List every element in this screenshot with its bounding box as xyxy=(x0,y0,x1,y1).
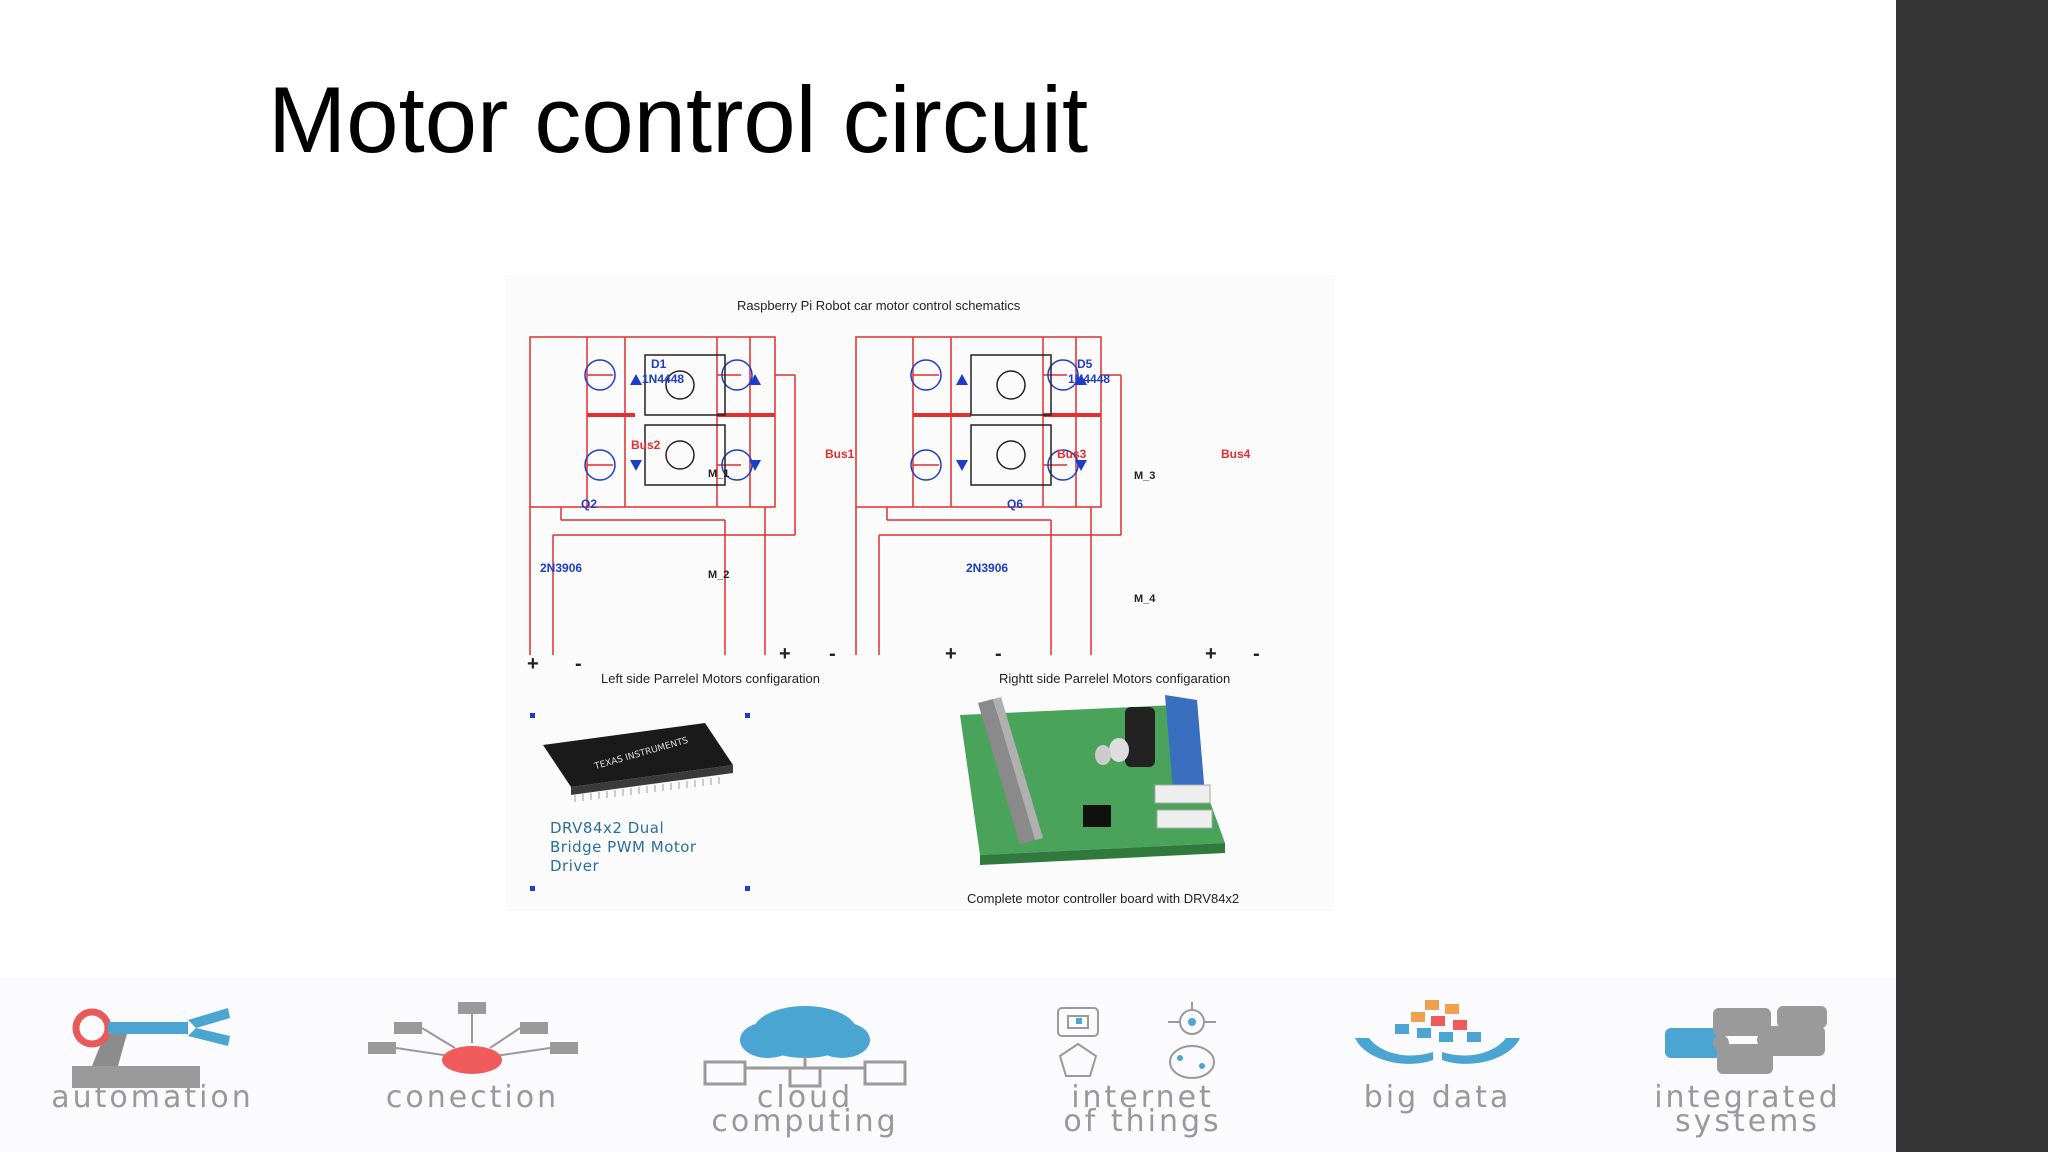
schematic-figure: Raspberry Pi Robot car motor control sch… xyxy=(505,275,1335,911)
terminal-plus-4: + xyxy=(1205,643,1217,665)
slide-title: Motor control circuit xyxy=(268,67,1089,172)
slide: Motor control circuit xyxy=(0,67,1896,1152)
schematic-title: Raspberry Pi Robot car motor control sch… xyxy=(737,298,1021,313)
controller-board-image xyxy=(960,695,1225,865)
terminal-plus-2: + xyxy=(779,643,791,665)
right-bus-right: Bus4 xyxy=(1221,447,1251,461)
footer-label-line: integrated xyxy=(1654,1080,1841,1115)
right-diode-label: D5 xyxy=(1077,357,1093,371)
terminal-minus-2: - xyxy=(829,643,836,665)
cloud-icon xyxy=(703,1006,907,1088)
iot-icon xyxy=(1057,1002,1216,1079)
network-icon xyxy=(368,1002,578,1074)
driver-chip-image xyxy=(543,723,733,802)
right-transistor: Q6 xyxy=(1007,497,1024,511)
footer-item-cloud-computing: cloud computing xyxy=(660,978,950,1152)
footer-label-line: automation xyxy=(51,1080,254,1115)
presentation-sidebar xyxy=(1896,0,2048,1152)
footer-label-line: systems xyxy=(1674,1104,1821,1139)
puzzle-icon xyxy=(1665,1006,1827,1074)
footer-label-line: computing xyxy=(711,1104,899,1139)
driver-text-line: DRV84x2 Dual xyxy=(550,819,665,837)
driver-text-line: Driver xyxy=(550,857,600,875)
left-transistor: Q2 xyxy=(581,497,598,511)
footer-label-line: cloud xyxy=(756,1080,854,1115)
right-caption: Rightt side Parrelel Motors configaratio… xyxy=(999,671,1231,686)
left-transistor-part: 2N3906 xyxy=(540,561,583,575)
footer-label-line: internet xyxy=(1071,1080,1214,1115)
left-diode-label: D1 xyxy=(651,357,667,371)
footer-label-line: conection xyxy=(385,1080,560,1115)
hands-data-icon xyxy=(1355,1000,1520,1064)
driver-text-line: Bridge PWM Motor xyxy=(550,838,697,856)
terminal-minus-3: - xyxy=(995,643,1002,665)
driver-description: DRV84x2 Dual Bridge PWM Motor Driver xyxy=(550,819,770,876)
left-bus-right: Bus1 xyxy=(825,447,855,461)
right-transistor-part: 2N3906 xyxy=(966,561,1009,575)
footer-item-integrated-systems: integrated systems xyxy=(1605,978,1890,1152)
footer-item-automation: automation xyxy=(0,978,305,1152)
footer-label-line: big data xyxy=(1363,1080,1512,1115)
right-motor-bottom: M_4 xyxy=(1134,593,1156,605)
terminal-plus-1: + xyxy=(527,653,539,675)
right-bus-left: Bus3 xyxy=(1057,447,1087,461)
right-motor-top: M_3 xyxy=(1134,470,1156,482)
terminal-plus-3: + xyxy=(945,643,957,665)
footer-banner: automation xyxy=(0,978,1896,1152)
robot-arm-icon xyxy=(72,1008,230,1088)
footer-item-big-data: big data xyxy=(1325,978,1550,1152)
right-diode-part: 1N4448 xyxy=(1068,372,1111,386)
footer-item-conection: conection xyxy=(330,978,615,1152)
left-motor-top: M_1 xyxy=(708,468,730,480)
right-schematic xyxy=(855,336,1122,655)
left-schematic xyxy=(529,336,796,655)
left-bus-left: Bus2 xyxy=(631,438,661,452)
footer-item-internet-of-things: internet of things xyxy=(1020,978,1265,1152)
left-caption: Left side Parrelel Motors configaration xyxy=(601,671,820,686)
schematic-drawing xyxy=(529,336,1225,891)
board-caption: Complete motor controller board with DRV… xyxy=(967,891,1240,906)
left-motor-bottom: M_2 xyxy=(708,569,730,581)
terminal-minus-4: - xyxy=(1253,643,1260,665)
left-diode-part: 1N4448 xyxy=(642,372,685,386)
terminal-minus-1: - xyxy=(575,653,582,675)
footer-label-line: of things xyxy=(1063,1104,1222,1139)
